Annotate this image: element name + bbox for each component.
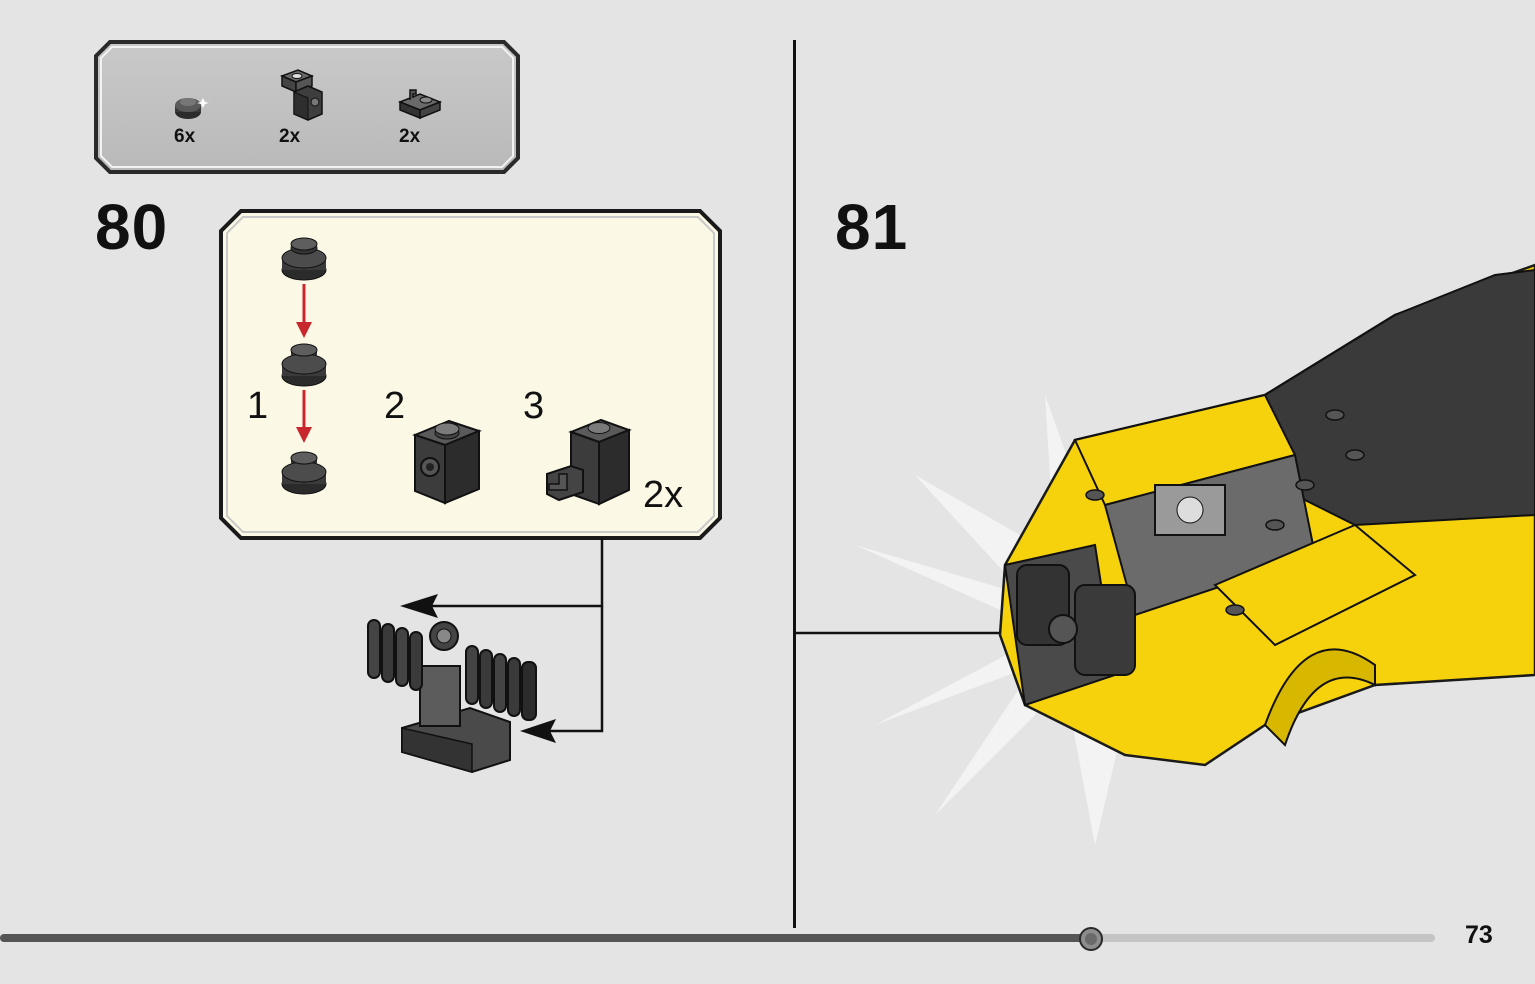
substep-label-3: 3 xyxy=(523,385,545,427)
multiplier-label: 2x xyxy=(643,474,684,516)
bracket-clip-diagram xyxy=(546,418,632,506)
bracket-brick-diagram xyxy=(412,419,482,505)
round-plate-top xyxy=(281,237,327,281)
stacked-plates-diagram xyxy=(281,237,327,495)
round-plate-bottom xyxy=(281,451,327,495)
bracket-brick-icon xyxy=(279,69,323,121)
arrow-line-lower xyxy=(540,606,604,733)
part-count-3: 2x xyxy=(399,126,421,147)
substep-label-1: 1 xyxy=(247,385,269,427)
progress-marker-icon xyxy=(1078,927,1103,951)
substep-label-2: 2 xyxy=(384,385,406,427)
engine-block xyxy=(367,619,537,774)
installed-engine xyxy=(1016,484,1226,676)
part-count-1: 6x xyxy=(174,126,196,147)
page-divider xyxy=(793,40,796,928)
red-arrow-head-1 xyxy=(296,322,312,338)
subassembly-callout: 1 2 3 2x xyxy=(219,209,722,540)
arrow-line-upper xyxy=(415,538,604,608)
step-number-80: 80 xyxy=(95,191,169,263)
progress-bar xyxy=(0,934,1435,942)
parts-list-box: 6x 2x 2x xyxy=(94,40,520,174)
round-plate-middle xyxy=(281,343,327,387)
yellow-car-body xyxy=(998,263,1535,767)
page-number: 73 xyxy=(1465,921,1493,949)
part-count-2: 2x xyxy=(279,126,301,147)
round-plate-icon xyxy=(175,98,209,119)
clip-plate-icon xyxy=(397,89,443,120)
step-number-81: 81 xyxy=(835,191,909,263)
engine-assembly-diagram xyxy=(367,538,604,774)
left-cylinder-stack xyxy=(367,619,423,691)
car-assembly-diagram xyxy=(795,263,1535,845)
right-cylinder-stack xyxy=(465,645,537,721)
arrow-head-upper xyxy=(400,594,438,618)
arrow-head-lower xyxy=(520,719,556,743)
car-studs xyxy=(1085,409,1365,616)
progress-fill xyxy=(0,934,1091,942)
red-arrow-head-2 xyxy=(296,427,312,443)
